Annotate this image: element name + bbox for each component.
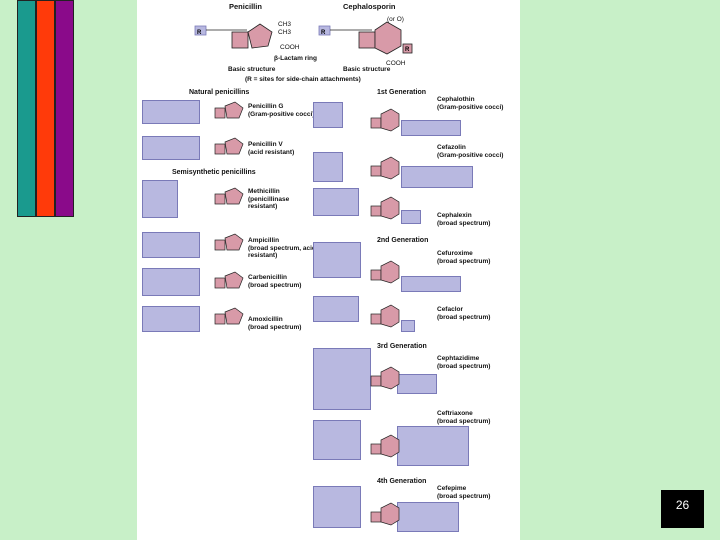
amoxicillin-sidechain [142,306,200,332]
ceftriaxone-r2 [397,426,469,466]
stripe-purple [55,0,74,217]
cefuroxime-sidechain [313,242,361,278]
lactam-ring-label: β-Lactam ring [274,55,317,62]
methicillin-note: (penicillinase resistant) [248,196,290,210]
side-chain-note: (R = sites for side-chain attachments) [245,76,361,83]
cefuroxime-note: (broad spectrum) [437,258,491,265]
second-generation-header: 2nd Generation [377,237,429,244]
cooh-label-a: COOH [280,44,300,51]
cephalexin-name: Cephalexin [437,212,472,219]
page-number: 26 [661,490,704,528]
r-group-box [194,25,207,36]
cephalothin-sidechain [313,102,343,128]
penicillin-v-name: Penicillin V [248,141,283,148]
cefepime-r2 [397,502,459,532]
ceftriaxone-name: Ceftriaxone [437,410,473,417]
penicillin-v-sidechain [142,136,200,160]
cephalothin-r2 [401,120,461,136]
cephalosporin-basic-label: Basic structure [343,66,391,73]
cooh-label-b: COOH [386,60,406,67]
cephalothin-note: (Gram-positive cocci) [437,104,504,111]
carbenicillin-note: (broad spectrum) [248,282,302,289]
svg-text:R: R [321,30,326,36]
carbenicillin-sidechain [142,268,200,296]
penicillin-core-rings [214,101,244,325]
methicillin-name: Methicillin [248,188,280,195]
or-o-label: (or O) [387,16,404,23]
ceftriaxone-note: (broad spectrum) [437,418,491,425]
penicillin-title: Penicillin [229,2,262,11]
cefaclor-r2 [401,320,415,332]
ch3-label-b: CH3 [278,29,292,36]
cefazolin-sidechain [313,152,343,182]
first-generation-header: 1st Generation [377,89,427,96]
cephtazidime-name: Cephtazidime [437,355,480,362]
cefazolin-r2 [401,166,473,188]
stripe-teal [17,0,36,217]
cefaclor-name: Cefaclor [437,306,464,313]
svg-text:R: R [197,30,202,36]
penicillin-core-structure: R [194,23,273,49]
svg-text:R: R [405,47,410,53]
cephalosporin-title: Cephalosporin [343,2,396,11]
carbenicillin-name: Carbenicillin [248,274,288,281]
cefepime-name: Cefepime [437,485,467,492]
cephalosporin-core-structure: R R [318,21,413,55]
ch3-label-a: CH3 [278,21,292,28]
cephtazidime-note: (broad spectrum) [437,363,491,370]
cefazolin-note: (Gram-positive cocci) [437,152,504,159]
cephalothin-name: Cephalothin [437,96,475,103]
cephalexin-note: (broad spectrum) [437,220,491,227]
semisynthetic-penicillins-header: Semisynthetic penicillins [172,169,256,176]
ampicillin-sidechain [142,232,200,258]
cefepime-note: (broad spectrum) [437,493,491,500]
cefazolin-name: Cefazolin [437,144,466,151]
cefaclor-sidechain [313,296,359,322]
penicillin-basic-label: Basic structure [228,66,276,73]
amoxicillin-note: (broad spectrum) [248,324,302,331]
cefuroxime-r2 [401,276,461,292]
cephalosporin-core-rings [370,108,400,526]
methicillin-sidechain [142,180,178,218]
cephalexin-r2 [401,210,421,224]
cefuroxime-name: Cefuroxime [437,250,473,257]
slide-figure: Penicillin Cephalosporin R CH3 CH3 COOH … [137,0,520,540]
cefaclor-note: (broad spectrum) [437,314,491,321]
third-generation-header: 3rd Generation [377,343,427,350]
cephalexin-sidechain [313,188,359,216]
penicillin-v-note: (acid resistant) [248,149,295,156]
fourth-generation-header: 4th Generation [377,478,427,485]
natural-penicillins-header: Natural penicillins [189,89,250,96]
ampicillin-note: (broad spectrum, acid resistant) [248,245,316,259]
penicillin-g-name: Penicillin G [248,103,284,110]
ceftriaxone-sidechain [313,420,361,460]
cephtazidime-sidechain [313,348,371,410]
thiazolidine-ring [247,23,273,49]
amoxicillin-name: Amoxicillin [248,316,283,323]
penicillin-g-note: (Gram-positive cocci) [248,111,315,118]
stripe-orange [36,0,55,217]
lactam-ring [231,31,249,49]
penicillin-g-sidechain [142,100,200,124]
cefepime-sidechain [313,486,361,528]
ampicillin-name: Ampicillin [248,237,280,244]
